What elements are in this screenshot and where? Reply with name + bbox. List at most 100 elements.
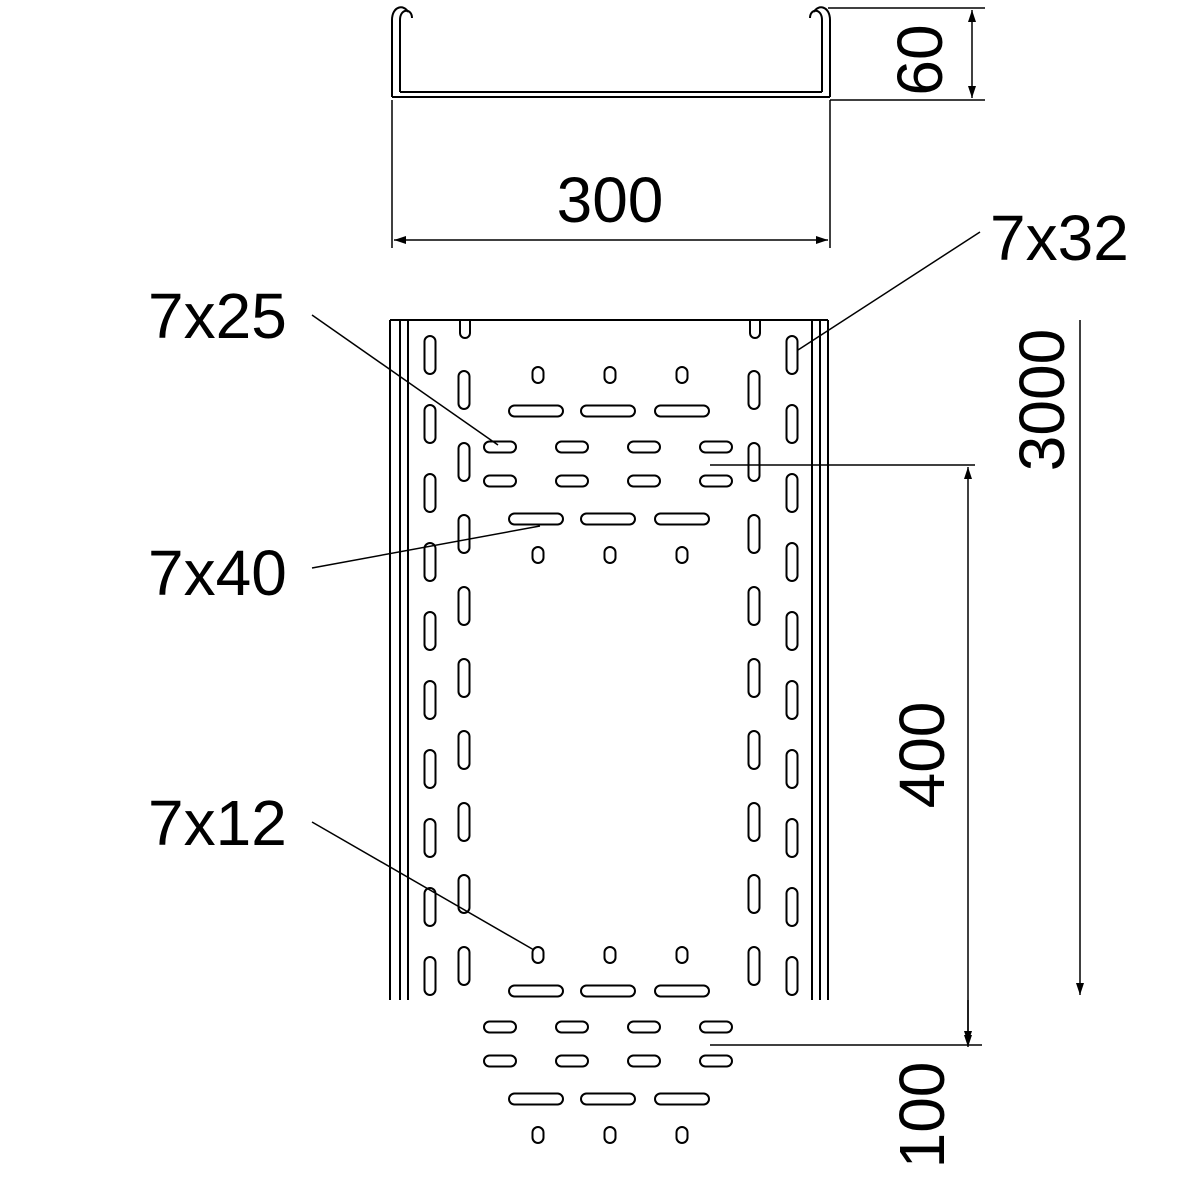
side-slot-label: 7x32 [990,202,1129,274]
side-slot [747,370,761,410]
side-slot [457,730,471,770]
side-slot [785,680,799,720]
hole [603,546,617,564]
side-slot [457,658,471,698]
side-slot [747,586,761,626]
transverse-slot [508,984,564,998]
side-slot [457,874,471,914]
length-dimension: 3000 [1006,320,1084,995]
longitudinal-slot [699,1054,733,1068]
hole [675,946,689,964]
hole [675,366,689,384]
side-slot [785,335,799,375]
longitudinal-slot [555,1020,589,1034]
side-slot [747,658,761,698]
transverse-slot [580,1092,636,1106]
longitudinal-slot [627,440,661,454]
longitudinal-slot [555,474,589,488]
side-slot [785,887,799,927]
longitudinal-slot [627,474,661,488]
side-slot [423,335,437,375]
longitudinal-slot [699,440,733,454]
hole-label: 7x12 [148,787,287,859]
transverse-slot [580,512,636,526]
transverse-slot [508,404,564,418]
side-slot [785,542,799,582]
side-slot [785,956,799,996]
side-slot [423,749,437,789]
side-slot [785,473,799,513]
height-label: 60 [884,24,956,95]
side-slot [785,749,799,789]
transverse-slot [654,1092,710,1106]
side-slot [423,404,437,444]
perforation-slots [423,335,799,1144]
transverse-slot [580,404,636,418]
hole [603,366,617,384]
transverse-slot [654,404,710,418]
hole [603,946,617,964]
transverse-slot [508,1092,564,1106]
side-slot [785,404,799,444]
longitudinal-slot [483,1020,517,1034]
hole [675,1126,689,1144]
callout-longitudinal-slot: 7x25 [148,280,499,446]
longitudinal-slot [483,1054,517,1068]
width-dimension: 300 [391,100,831,248]
side-slot [457,586,471,626]
callout-hole: 7x12 [148,787,535,951]
tray-plan-view [389,319,829,1144]
side-slot [747,802,761,842]
height-dimension: 60 [828,7,985,101]
hole [531,946,545,964]
longitudinal-slot [555,440,589,454]
side-slot [423,473,437,513]
side-slot [423,887,437,927]
tray-cross-section [391,6,831,98]
transverse-slot [654,984,710,998]
side-slot [747,514,761,554]
end-offset-dimension: 100 [886,1000,972,1169]
side-slot [423,956,437,996]
side-slot [747,442,761,482]
side-slot [423,680,437,720]
width-label: 300 [557,164,664,236]
pitch-dimension: 400 [710,464,982,1046]
callout-transverse-slot: 7x40 [148,525,541,609]
longitudinal-slot [483,440,517,454]
hole [675,546,689,564]
side-slot [785,611,799,651]
callout-side-slot: 7x32 [797,202,1129,351]
longitudinal-slot [555,1054,589,1068]
hole [531,546,545,564]
end-offset-label: 100 [886,1062,958,1169]
side-slot [747,946,761,986]
side-slot [423,542,437,582]
transverse-slot [508,512,564,526]
side-slot [457,946,471,986]
side-slot [747,874,761,914]
transverse-slot-label: 7x40 [148,537,287,609]
side-slot [457,514,471,554]
longitudinal-slot [627,1054,661,1068]
hole [603,1126,617,1144]
side-slot [785,818,799,858]
longitudinal-slot [627,1020,661,1034]
side-slot [423,818,437,858]
hole [531,366,545,384]
longitudinal-slot [699,474,733,488]
side-slot [457,370,471,410]
transverse-slot [580,984,636,998]
longitudinal-slot [483,474,517,488]
transverse-slot [654,512,710,526]
hole [531,1126,545,1144]
pitch-label: 400 [886,702,958,809]
longitudinal-slot [699,1020,733,1034]
side-slot [457,442,471,482]
longitudinal-slot-label: 7x25 [148,280,287,352]
side-slot [457,802,471,842]
side-slot [423,611,437,651]
length-label: 3000 [1006,329,1078,471]
side-slot [747,730,761,770]
